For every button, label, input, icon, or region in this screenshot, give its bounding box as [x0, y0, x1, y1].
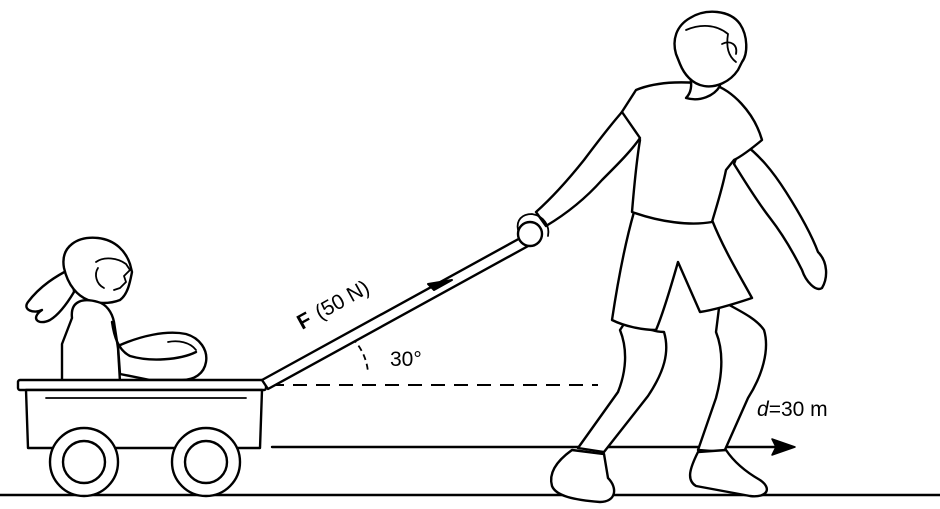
wagon — [16, 378, 268, 498]
force-arrow-head — [427, 279, 453, 291]
displacement-arrow — [270, 438, 796, 456]
distance-value: =30 m — [769, 398, 828, 421]
force-label-symbol: F — [293, 308, 316, 334]
angle-arc — [351, 337, 369, 373]
rear-wheel — [170, 426, 242, 498]
distance-label: d=30 m — [757, 398, 828, 421]
force-label-value: (50 N) — [311, 276, 373, 324]
distance-symbol: d — [757, 398, 770, 421]
man-figure — [516, 10, 828, 504]
angle-label: 30° — [390, 348, 422, 371]
girl-figure — [25, 236, 208, 384]
front-wheel — [48, 426, 120, 498]
